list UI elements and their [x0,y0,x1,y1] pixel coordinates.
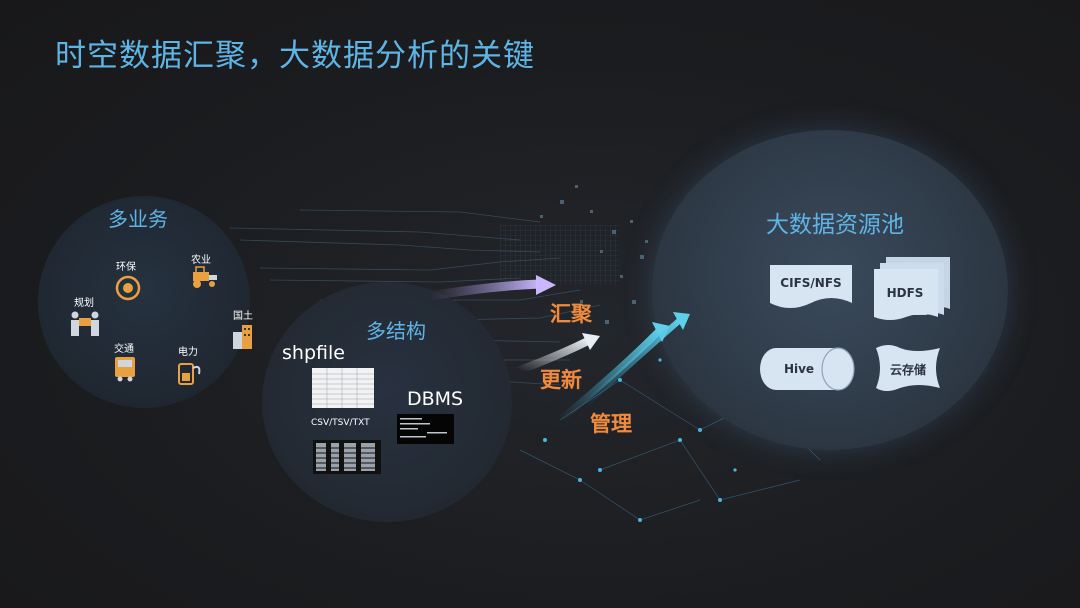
planning-icon [71,311,99,336]
aggregate-arrow [425,275,556,301]
dbms-thumbnail [397,414,454,444]
constellation-dots [543,348,762,522]
structure-heading: 多结构 [366,319,426,343]
transport-label: 交通 [114,344,134,355]
land-icon [233,325,252,349]
cifs-document-shape [770,265,852,308]
land-label: 国土 [233,311,253,322]
manage-label: 管理 [590,412,632,436]
manage-arrow-2 [582,312,690,408]
csv-thumbnail [313,440,381,474]
planning-label: 规划 [74,298,94,309]
environment-label: 环保 [116,262,136,273]
cloud-storage-label: 云存储 [889,362,926,377]
manage-arrow-1 [556,322,670,424]
business-heading: 多业务 [108,207,168,231]
shapefile-label: shpfile [282,342,345,364]
agriculture-label: 农业 [191,255,211,266]
hive-label: Hive [783,362,815,376]
business-circle [38,196,250,408]
update-label: 更新 [540,368,582,392]
aggregate-label: 汇聚 [550,302,592,326]
transport-icon [115,357,135,382]
cloud-storage-shape [876,345,940,391]
hdfs-label: HDFS [886,286,924,300]
resource-pool-heading: 大数据资源池 [766,212,904,238]
hdfs-multidocument-shape [874,257,950,320]
csv-label: CSV/TSV/TXT [311,418,370,428]
environment-icon [115,275,141,301]
hive-cylinder-shape [760,347,855,391]
power-icon [178,363,201,385]
structure-circle [262,282,512,522]
page-title: 时空数据汇聚，大数据分析的关键 [55,38,535,74]
table-thumbnail [312,368,374,408]
power-label: 电力 [178,347,198,358]
agriculture-icon [193,266,217,288]
cifs-label: CIFS/NFS [780,276,842,290]
update-arrow [516,333,600,374]
dbms-label: DBMS [407,388,464,410]
grid-block [500,225,620,285]
